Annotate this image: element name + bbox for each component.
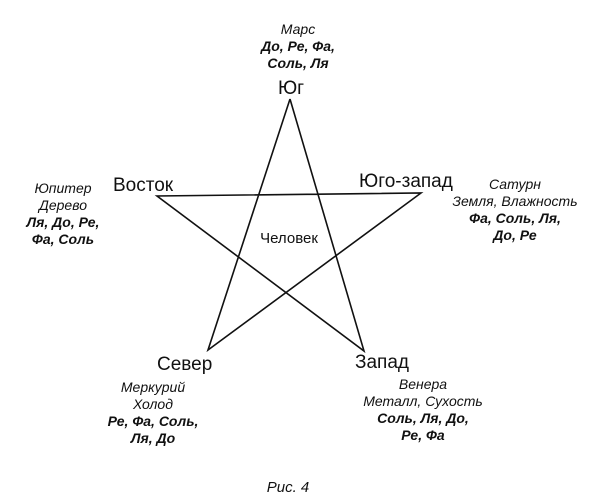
- center-label: Человек: [260, 230, 318, 247]
- southwest-notes-line-2: До, Ре: [493, 227, 537, 243]
- direction-west: Запад: [355, 352, 409, 373]
- north-notes-line-1: Ре, Фа, Соль,: [107, 413, 199, 429]
- east-notes-line-1: Ля, До, Ре,: [26, 214, 100, 230]
- south-planet: Марс: [280, 21, 316, 37]
- direction-south: Юг: [277, 78, 305, 99]
- southwest-planet: Сатурн: [489, 176, 541, 192]
- north-annotation: Меркурий Холод Ре, Фа, Соль, Ля, До: [108, 379, 199, 447]
- north-element: Холод: [133, 396, 173, 412]
- figure-caption: Рис. 4: [266, 479, 310, 496]
- east-notes-line-2: Фа, Соль: [31, 231, 95, 247]
- direction-east: Восток: [113, 175, 174, 196]
- southwest-element: Земля, Влажность: [452, 193, 578, 209]
- north-notes-line-2: Ля, До: [130, 430, 176, 446]
- west-notes-line-1: Соль, Ля, До,: [377, 410, 469, 426]
- east-element: Дерево: [38, 197, 88, 213]
- south-notes-line-2: Соль, Ля: [267, 55, 329, 71]
- direction-north: Север: [157, 354, 213, 375]
- west-notes-line-2: Ре, Фа: [401, 427, 445, 443]
- south-annotation: Марс До, Ре, Фа, Соль, Ля: [261, 21, 335, 72]
- direction-southwest: Юго-запад: [359, 171, 453, 192]
- west-planet: Венера: [398, 376, 448, 392]
- southwest-annotation: Сатурн Земля, Влажность Фа, Соль, Ля, До…: [452, 176, 577, 244]
- pentagram-star-lines: [154, 98, 424, 354]
- west-element: Металл, Сухость: [363, 393, 483, 409]
- west-annotation: Венера Металл, Сухость Соль, Ля, До, Ре,…: [363, 376, 483, 444]
- south-notes-line-1: До, Ре, Фа,: [261, 38, 335, 54]
- southwest-notes-line-1: Фа, Соль, Ля,: [469, 210, 561, 226]
- north-planet: Меркурий: [120, 379, 186, 395]
- east-planet: Юпитер: [34, 180, 92, 196]
- east-annotation: Юпитер Дерево Ля, До, Ре, Фа, Соль: [27, 180, 100, 248]
